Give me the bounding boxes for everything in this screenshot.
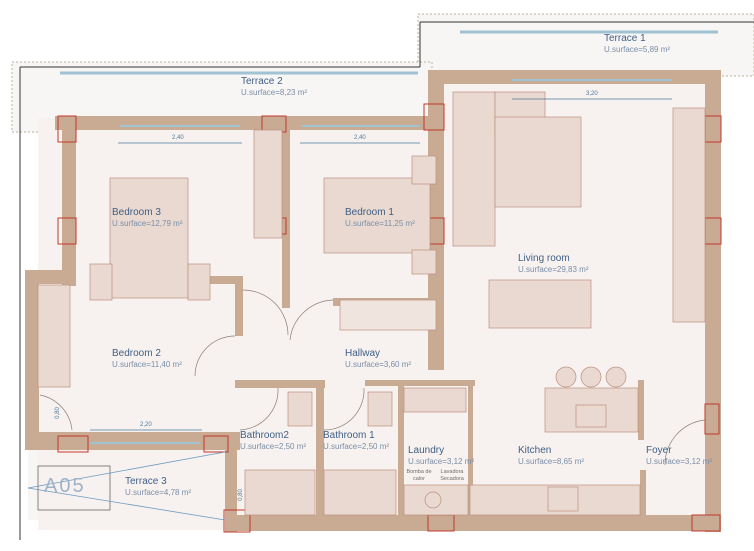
- washer-label: Lavadora Secadora: [440, 469, 464, 482]
- sink-bath1: [367, 391, 393, 427]
- heat-pump-label: Bomba de calor: [406, 469, 432, 482]
- terrace-1-area: [417, 13, 754, 77]
- dining-table: [488, 279, 592, 329]
- wardrobe-bedroom-2: [37, 284, 71, 388]
- sofa: [452, 91, 496, 247]
- door-swings: [39, 289, 706, 466]
- dimension-door-terrace-3: 0,80: [237, 489, 244, 501]
- wardrobe-bedroom-3: [253, 129, 283, 239]
- tv-unit: [672, 107, 706, 323]
- dimension-door-bedroom-2: 0,80: [54, 407, 61, 419]
- cooktop: [547, 486, 579, 512]
- section-tag: A05: [44, 475, 86, 497]
- windows: [90, 79, 672, 444]
- bed-bedroom-1: [323, 177, 431, 254]
- dimension-bedroom-2-window: 2,20: [140, 422, 152, 428]
- furniture: [37, 91, 706, 516]
- dimension-bedroom-1-window: 2,40: [354, 135, 366, 141]
- rug: [494, 116, 582, 208]
- desk-bedroom-1: [339, 299, 437, 331]
- bed-bedroom-3: [109, 177, 189, 299]
- dimension-bedroom-3-window: 2,40: [172, 135, 184, 141]
- dimension-living-window: 3,20: [586, 91, 598, 97]
- sink-bath2: [287, 391, 313, 427]
- laundry-shelf: [403, 387, 467, 413]
- washer-drum: [424, 491, 442, 509]
